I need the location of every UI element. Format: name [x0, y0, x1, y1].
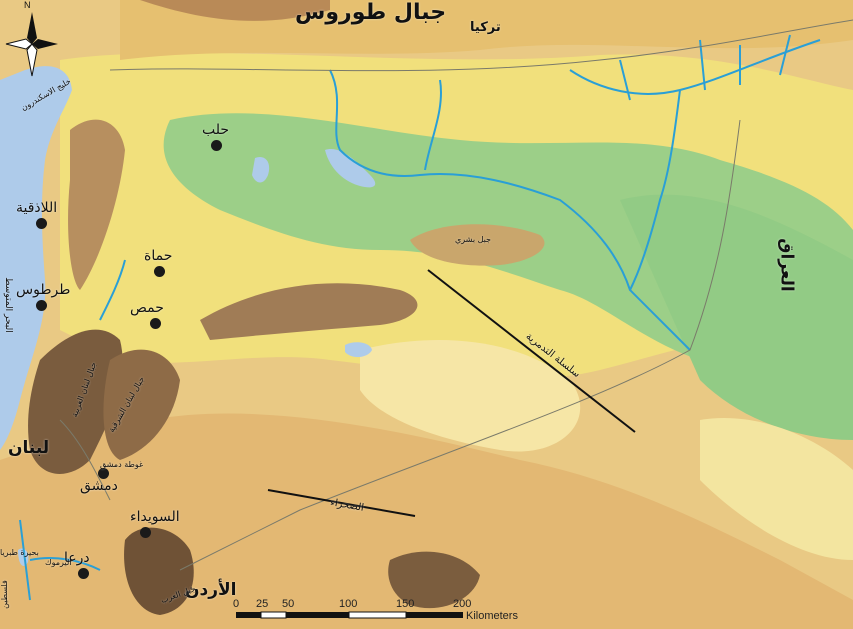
label-jabal-bishri: جبل بشري [455, 235, 491, 244]
scale-unit: Kilometers [466, 610, 518, 622]
lake-jabboul [252, 156, 270, 183]
city-dot-damascus [98, 468, 109, 479]
city-dot-latakia [36, 218, 47, 229]
border-lebanon [59, 419, 111, 501]
jordan-river [19, 519, 31, 601]
city-dot-homs [150, 318, 161, 329]
city-latakia: اللاذقية [16, 200, 58, 216]
city-dot-hama [154, 266, 165, 277]
city-dot-aleppo [211, 140, 222, 151]
palmyra-range [200, 283, 418, 340]
desert-line [267, 489, 416, 517]
label-tiberias: بحيرة طبريا [0, 548, 39, 557]
orontes-river [99, 259, 126, 321]
steppe-east [620, 194, 853, 440]
north-highland [140, 0, 330, 21]
jabal-bishri-relief [410, 224, 545, 266]
city-dot-daraa [78, 568, 89, 579]
city-hama: حماة [144, 248, 173, 264]
mediterranean-sea [0, 66, 72, 450]
label-lebanon: لبنان [8, 438, 50, 458]
pale-patch-east [700, 418, 853, 560]
south-desert [0, 413, 853, 629]
borders [59, 19, 853, 571]
scale-tick-150: 150 [396, 598, 415, 610]
label-ghouta: غوطة دمشق [100, 460, 144, 469]
city-tartus: طرطوس [16, 282, 71, 298]
label-jordan: الأردن [185, 580, 237, 600]
khabur-river [569, 39, 821, 291]
city-suwayda: السويداء [130, 509, 180, 525]
city-aleppo: حلب [202, 122, 230, 138]
city-dot-suwayda [140, 527, 151, 538]
city-dot-tartus [36, 300, 47, 311]
lake-assad [325, 149, 376, 188]
southern-hills [388, 551, 480, 609]
rivers [19, 34, 821, 601]
city-damascus: دمشق [80, 478, 118, 494]
steppe-green [163, 113, 853, 421]
city-homs: حمص [130, 300, 164, 316]
border-turkey [109, 19, 853, 72]
jabal-al-arab-relief [124, 527, 194, 615]
scale-tick-200: 200 [453, 598, 472, 610]
city-daraa: درعا [64, 550, 90, 566]
scale-tick-0: 0 [233, 598, 240, 610]
mount-lebanon [28, 329, 123, 474]
balikh-river [424, 79, 442, 171]
label-yarmouk: اليرموك [45, 558, 72, 567]
label-palestine: فلسطين [0, 580, 9, 609]
label-turkey: تركيا [470, 20, 501, 35]
scale-bar [236, 611, 463, 619]
north-letter: N [24, 0, 31, 10]
north-arrow [5, 12, 58, 77]
label-taurus: جبال طوروس [295, 0, 447, 25]
label-mediterranean: البحر المتوسط [2, 277, 13, 333]
scale-tick-100: 100 [339, 598, 358, 610]
salt-lake [345, 342, 372, 358]
yarmouk-river [29, 557, 101, 571]
scale-tick-25: 25 [256, 598, 269, 610]
coastal-range [68, 119, 125, 290]
anti-lebanon [103, 349, 180, 460]
border-iraq-jordan [179, 119, 741, 571]
tadmur-range-line [427, 269, 636, 433]
label-iraq: العراق [776, 238, 797, 292]
scale-tick-50: 50 [282, 598, 295, 610]
euphrates-river [329, 69, 691, 351]
khabur-tributaries [619, 34, 791, 101]
